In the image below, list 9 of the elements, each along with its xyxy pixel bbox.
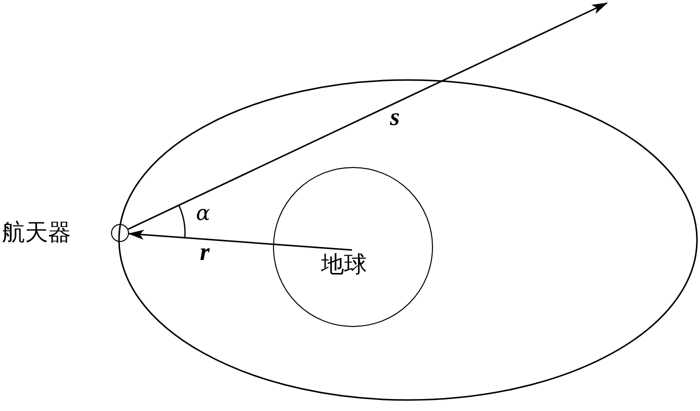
- vector-label: r: [200, 240, 210, 266]
- node-label: 地球: [321, 252, 367, 278]
- arrow: [128, 2, 608, 230]
- spacecraft-circle: [111, 224, 129, 242]
- arrow: [128, 230, 352, 251]
- earth-circle: [273, 167, 433, 327]
- angle-label: α: [196, 200, 210, 226]
- vector-label: s: [390, 105, 400, 132]
- spacecraft-label: 航天器: [2, 220, 71, 246]
